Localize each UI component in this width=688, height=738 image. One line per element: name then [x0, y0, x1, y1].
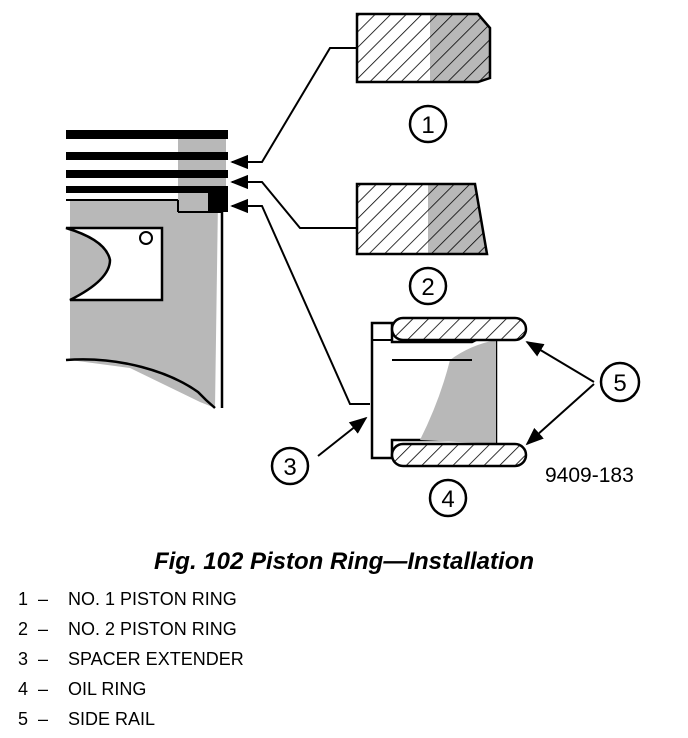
legend-list: 1–NO. 1 PISTON RING 2–NO. 2 PISTON RING … — [18, 588, 244, 738]
ring-2-cross-section — [355, 182, 489, 256]
legend-dash: – — [38, 709, 49, 729]
legend-dash: – — [38, 589, 49, 609]
legend-number: 5 — [18, 709, 29, 729]
callout-1: 1 — [408, 104, 448, 144]
leader-lines — [230, 47, 595, 457]
legend-number: 1 — [18, 589, 29, 609]
legend-item: 5–SIDE RAIL — [18, 708, 244, 738]
legend-number: 2 — [18, 619, 29, 639]
figure-caption: Fig. 102 Piston Ring—Installation — [153, 548, 535, 575]
legend-label: NO. 2 PISTON RING — [68, 619, 237, 639]
legend-label: SIDE RAIL — [68, 709, 156, 729]
callout-5: 5 — [599, 361, 641, 403]
piston-ring-diagram: 1 2 3 4 5 9409-183 — [65, 12, 641, 518]
legend-dash: – — [38, 649, 49, 669]
callout-4-label: 4 — [441, 486, 454, 513]
legend-dash: – — [38, 619, 49, 639]
legend-item: 3–SPACER EXTENDER — [18, 648, 244, 678]
callout-3: 3 — [270, 446, 310, 486]
legend-dash: – — [38, 679, 49, 699]
callout-3-label: 3 — [283, 454, 296, 481]
callout-1-label: 1 — [421, 112, 434, 139]
oil-ring-assembly — [370, 316, 528, 468]
legend-label: NO. 1 PISTON RING — [68, 589, 237, 609]
legend-item: 4–OIL RING — [18, 678, 244, 708]
wrist-pin-boss — [65, 226, 164, 302]
legend-label: OIL RING — [68, 679, 147, 699]
legend-label: SPACER EXTENDER — [68, 649, 244, 669]
callout-2: 2 — [408, 266, 448, 306]
legend-number: 3 — [18, 649, 29, 669]
legend-number: 4 — [18, 679, 29, 699]
callout-2-label: 2 — [421, 274, 434, 301]
figure-reference-code: 9409-183 — [545, 464, 634, 487]
ring-1-cross-section — [355, 12, 492, 84]
callout-4: 4 — [428, 478, 468, 518]
callout-5-label: 5 — [613, 370, 626, 397]
legend-item: 1–NO. 1 PISTON RING — [18, 588, 244, 618]
legend-item: 2–NO. 2 PISTON RING — [18, 618, 244, 648]
